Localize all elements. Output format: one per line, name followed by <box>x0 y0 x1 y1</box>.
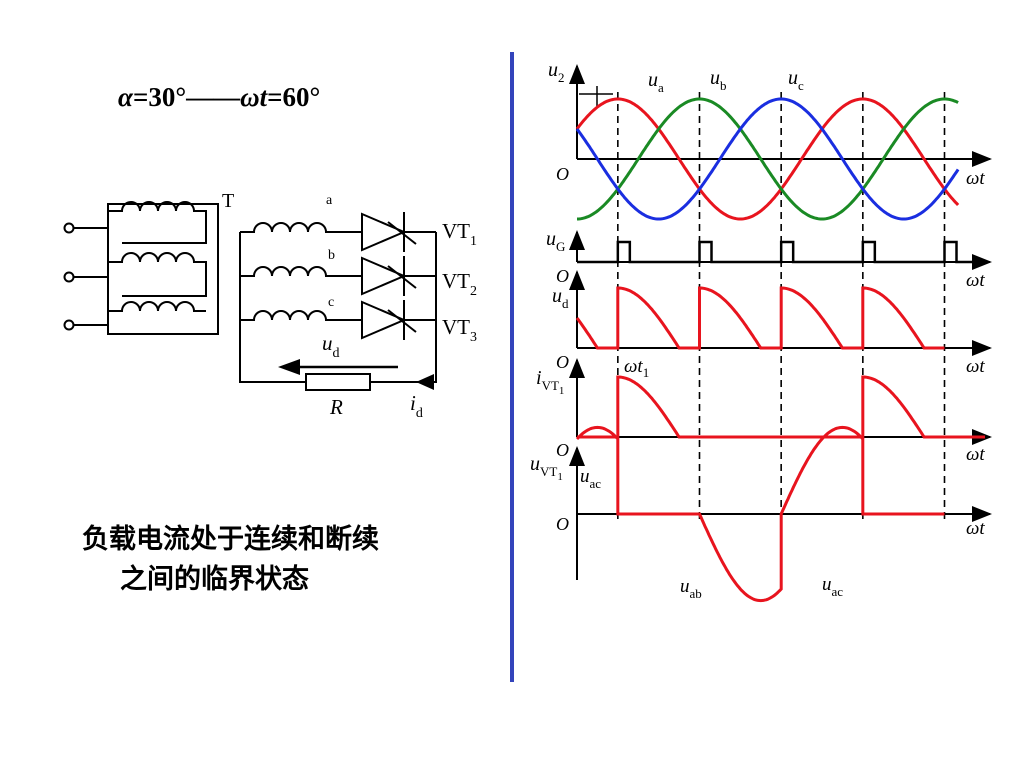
caption-line-1: 负载电流处于连续和断续 <box>82 524 379 555</box>
vt2-label: VT2 <box>442 269 477 299</box>
wt1-label: ωt1 <box>624 356 649 380</box>
neutral-line <box>239 232 437 383</box>
resistor-label: R <box>329 395 343 419</box>
circuit-diagram: T a b c VT1 VT2 VT3 ud R id <box>63 190 477 421</box>
origin-label-3: O <box>556 352 569 372</box>
ud-wave-label: ud <box>552 285 569 311</box>
alpha-value: =30°—— <box>132 82 241 112</box>
wt-axis-label-3: ωt <box>966 356 985 377</box>
wt-value: =60° <box>267 82 321 112</box>
ud-label: ud <box>322 331 340 361</box>
ua-curve <box>575 97 960 221</box>
secondary-winding-a <box>240 222 362 233</box>
uvt1-label: uVT1 <box>530 453 563 483</box>
thyristor-vt2 <box>361 256 436 296</box>
phase-b-label: b <box>328 248 335 263</box>
origin-label-1: O <box>556 164 569 184</box>
input-terminal-3 <box>63 319 75 331</box>
title-formula: α=30°——ωt=60° <box>118 82 320 113</box>
ivt1-curve <box>577 375 985 439</box>
wt-axis-label-5: ωt <box>966 518 985 539</box>
id-label: id <box>410 391 423 421</box>
vt3-label: VT3 <box>442 315 477 345</box>
transformer-label: T <box>222 190 234 212</box>
uab-label: uab <box>680 576 702 601</box>
input-terminal-2 <box>63 271 75 283</box>
alpha-symbol: α <box>118 82 133 112</box>
thyristor-vt1 <box>361 212 436 252</box>
divider-line <box>510 52 514 682</box>
input-terminal-1 <box>63 222 75 234</box>
ud-curve <box>575 286 945 350</box>
caption-line-2: 之间的临界状态 <box>120 564 309 595</box>
wt-axis-label-1: ωt <box>966 168 985 189</box>
vt1-label: VT1 <box>442 219 477 249</box>
uac2-label: uac <box>822 574 843 599</box>
ub-curve <box>577 97 959 221</box>
gate-pulses <box>577 240 985 264</box>
waveform-diagram: u2 ua ub uc O ωt uG O ωt ud O ωt ωt1 iVT… <box>530 59 992 603</box>
primary-winding-2 <box>74 252 207 297</box>
phase-a-label: a <box>326 193 333 208</box>
caption: 负载电流处于连续和断续 之间的临界状态 <box>82 520 472 600</box>
transformer-core <box>107 203 219 335</box>
uc-label: uc <box>788 67 804 93</box>
load-resistor <box>305 373 371 391</box>
ug-label: uG <box>546 228 565 254</box>
primary-winding-3 <box>74 301 206 326</box>
secondary-winding-b <box>240 266 362 277</box>
wt-axis-label-4: ωt <box>966 444 985 465</box>
ub-label: ub <box>710 67 727 93</box>
origin-label-2: O <box>556 266 569 286</box>
ua-label: ua <box>648 69 664 95</box>
secondary-winding-c <box>240 310 362 321</box>
wt-axis-label-2: ωt <box>966 270 985 291</box>
thyristor-vt3 <box>361 300 436 340</box>
id-arrow <box>416 374 434 390</box>
u2-label: u2 <box>548 59 565 85</box>
origin-label-5: O <box>556 514 569 534</box>
uac-label: uac <box>580 466 601 491</box>
origin-label-4: O <box>556 440 569 460</box>
wt-symbol: ωt <box>240 82 268 112</box>
primary-winding-1 <box>74 201 207 244</box>
uc-curve <box>575 97 960 221</box>
phase-c-label: c <box>328 295 334 310</box>
ivt1-label: iVT1 <box>536 367 564 397</box>
uvt1-curve <box>575 425 945 603</box>
